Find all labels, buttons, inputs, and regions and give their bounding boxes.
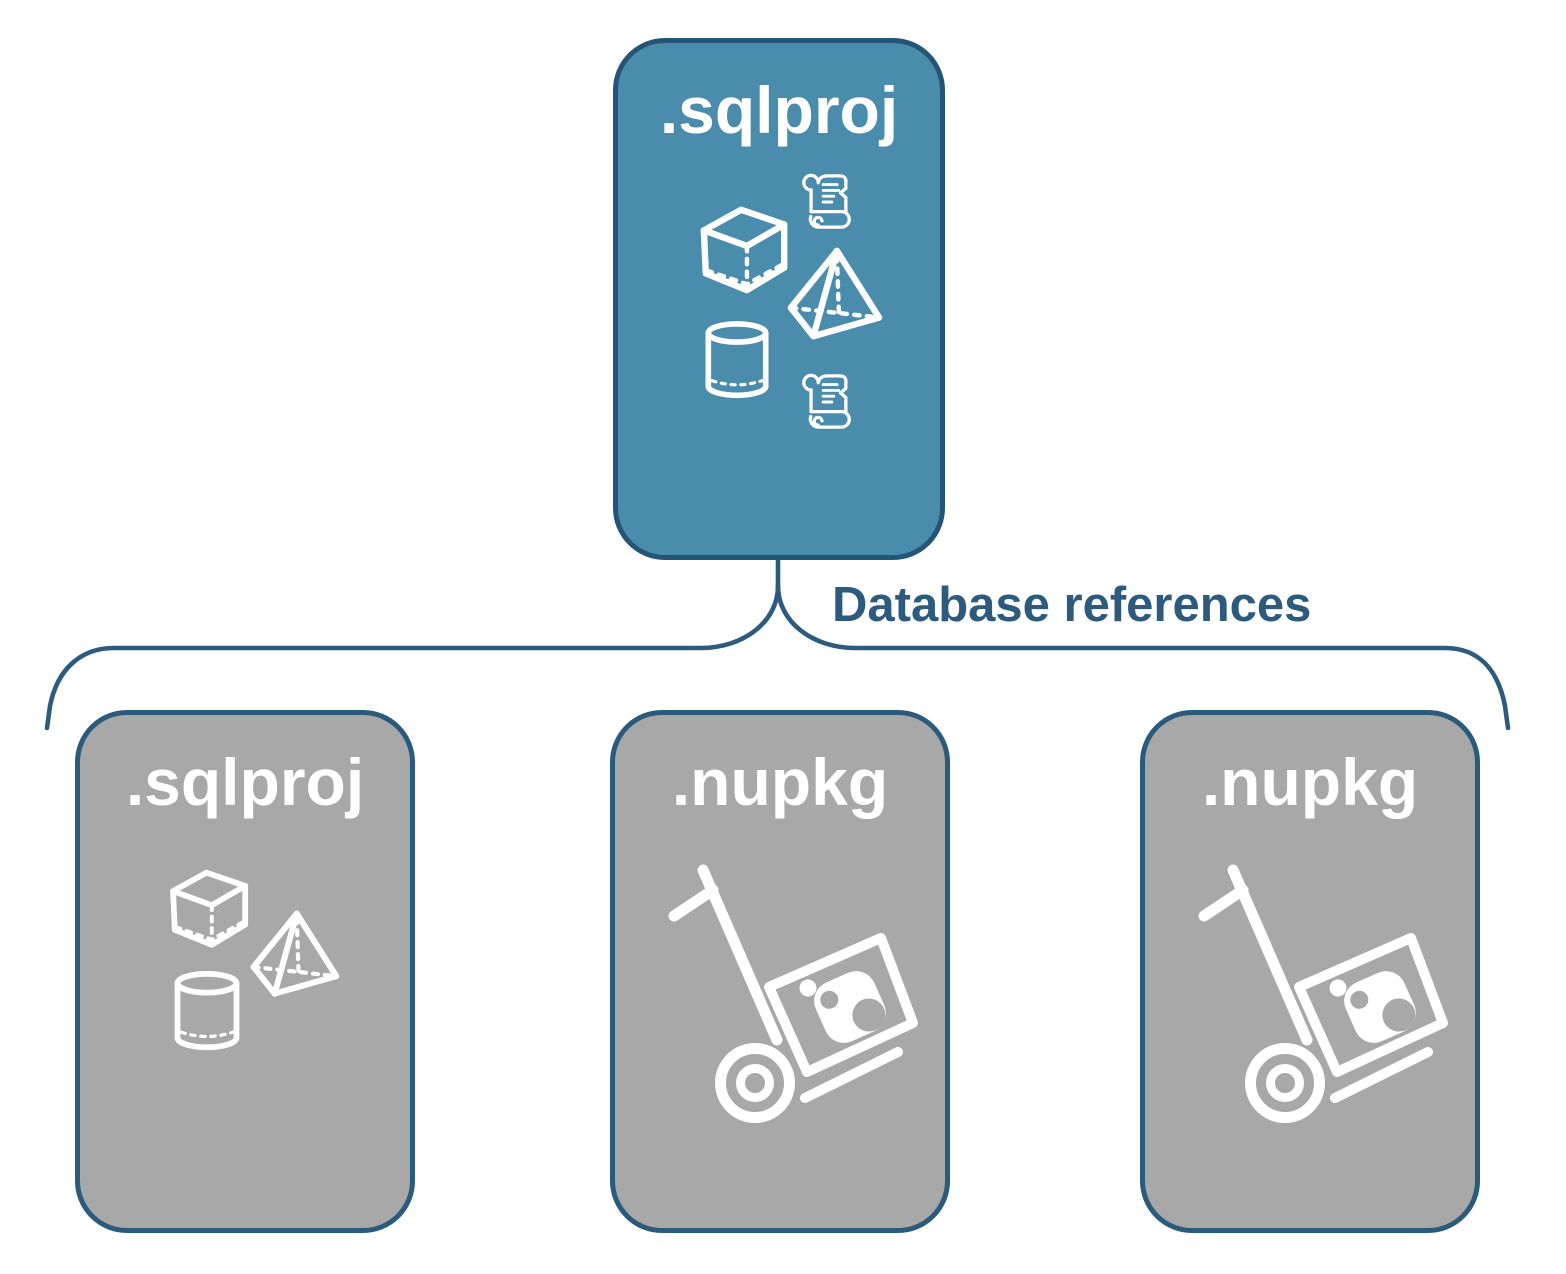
pyramid-icon	[254, 914, 337, 994]
cylinder-icon	[178, 974, 237, 1047]
node-child-label: .sqlproj	[125, 745, 365, 819]
hand-truck-icon	[1204, 870, 1443, 1118]
node-nupkg-child: .nupkg	[610, 710, 950, 1233]
scroll-icon	[802, 173, 851, 229]
node-sqlproj-root: .sqlproj	[613, 38, 945, 560]
pyramid-icon	[791, 251, 879, 336]
hand-truck-icon	[674, 870, 913, 1118]
scroll-icon	[802, 373, 851, 429]
node-child-label: .nupkg	[1201, 745, 1419, 819]
node-root-label: .sqlproj	[659, 73, 899, 147]
cylinder-icon	[708, 324, 765, 395]
node-nupkg-child: .nupkg	[1140, 710, 1480, 1233]
connector-label: Database references	[832, 578, 1312, 632]
node-child-label: .nupkg	[671, 745, 889, 819]
node-sqlproj-child: .sqlproj	[75, 710, 415, 1233]
cube-icon	[173, 873, 245, 945]
cube-icon	[704, 210, 784, 290]
